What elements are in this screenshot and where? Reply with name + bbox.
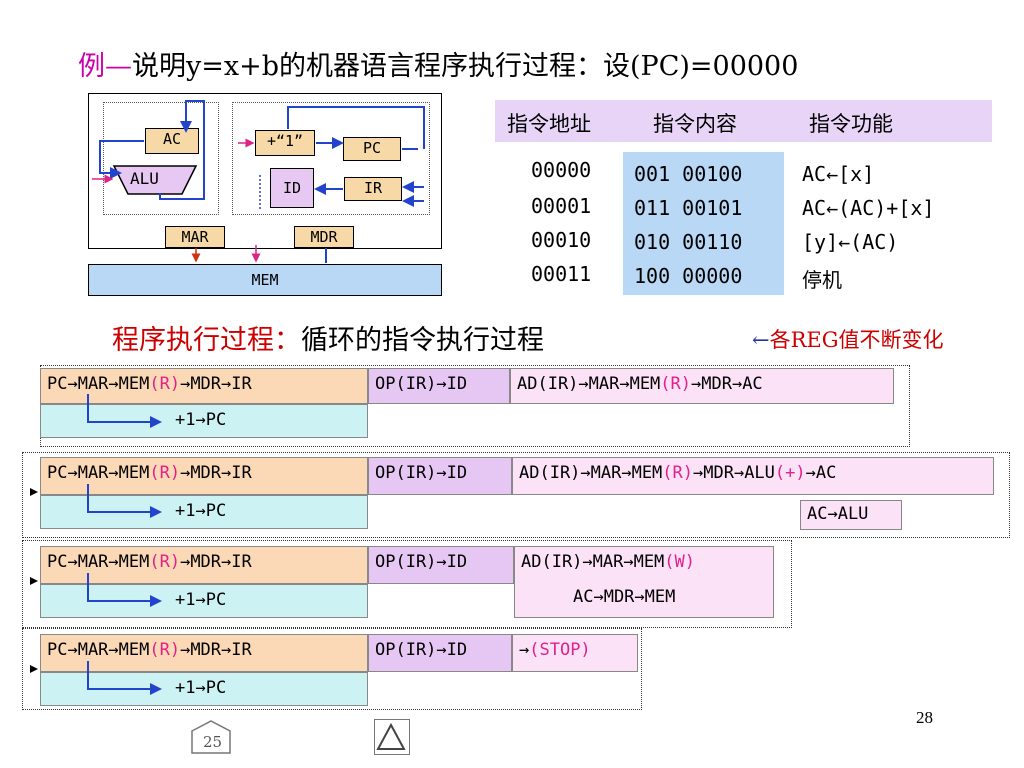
pc-increment-step: +1→PC xyxy=(40,404,368,438)
section-heading: 程序执行过程：循环的指令执行过程 xyxy=(112,318,544,357)
table-row-func: AC←[x] xyxy=(802,162,875,186)
cpu-frame xyxy=(88,93,442,249)
fetch-step: PC→MAR→MEM(R)→MDR→IR xyxy=(40,457,368,495)
alu-group xyxy=(103,102,219,215)
pc-increment-step: +1→PC xyxy=(40,495,368,529)
header-function: 指令功能 xyxy=(809,112,893,136)
cycle-loop-outline xyxy=(22,540,792,628)
table-row-addr: 00000 xyxy=(531,158,592,182)
table-header: 指令地址 指令内容 指令功能 xyxy=(495,100,992,142)
mar-register: MAR xyxy=(165,226,225,248)
ir-register: IR xyxy=(344,177,402,201)
table-row-code: 100 00000 xyxy=(634,264,743,288)
triangle-icon xyxy=(376,722,406,750)
heading-red: 程序执行过程： xyxy=(112,325,301,356)
title-text: 说明y=x+b的机器语言程序执行过程：设(PC)=00000 xyxy=(132,51,799,82)
home-button[interactable] xyxy=(374,719,410,755)
table-row-addr: 00011 xyxy=(531,262,592,286)
header-address: 指令地址 xyxy=(507,112,591,136)
id-decoder: ID xyxy=(270,168,314,208)
table-row-addr: 00010 xyxy=(531,228,592,252)
control-group xyxy=(232,102,430,215)
alu-label: ALU xyxy=(130,169,159,188)
prev-slide-label: 25 xyxy=(203,733,223,751)
execute-step: AD(IR)→MAR→MEM(R)→MDR→AC xyxy=(510,368,894,404)
pc-register: PC xyxy=(343,137,401,161)
heading-black: 循环的指令执行过程 xyxy=(301,325,544,356)
table-row-addr: 00001 xyxy=(531,194,592,218)
table-row-code: 011 00101 xyxy=(634,196,743,220)
decode-step: OP(IR)→ID xyxy=(368,457,512,495)
table-row-code: 010 00110 xyxy=(634,230,743,254)
title-lead: 例— xyxy=(78,51,132,82)
diagram-arrows xyxy=(92,100,425,263)
table-row-func: [y]←(AC) xyxy=(802,230,899,254)
decode-step: OP(IR)→ID xyxy=(368,546,514,584)
ac-to-alu-step: AC→ALU xyxy=(800,500,902,530)
header-content: 指令内容 xyxy=(653,112,737,136)
table-row-func: AC←(AC)+[x] xyxy=(802,196,935,220)
stop-step: →(STOP) xyxy=(512,634,638,672)
ac-to-mem-step: AC→MDR→MEM xyxy=(573,587,676,607)
house-icon xyxy=(191,720,231,754)
cycle-loop-outline xyxy=(22,452,1010,538)
alu-shape xyxy=(112,165,198,195)
plus-one-unit: +“1” xyxy=(255,130,315,156)
fetch-step: PC→MAR→MEM(R)→MDR→IR xyxy=(40,634,368,672)
pc-increment-step: +1→PC xyxy=(40,672,368,706)
mdr-register: MDR xyxy=(294,226,354,248)
fetch-step: PC→MAR→MEM(R)→MDR→IR xyxy=(40,546,368,584)
mem-bar: MEM xyxy=(88,264,442,296)
cycle-loop-outline xyxy=(22,628,642,710)
fetch-step: PC→MAR→MEM(R)→MDR→IR xyxy=(40,368,368,404)
table-row-code: 001 00100 xyxy=(634,162,743,186)
left-arrow-icon: ← xyxy=(752,328,770,352)
execute-step: AD(IR)→MAR→MEM(W) AC→MDR→MEM xyxy=(514,546,774,618)
register-note: ←各REG值不断变化 xyxy=(752,324,944,354)
execute-step: AD(IR)→MAR→MEM(R)→MDR→ALU(+)→AC xyxy=(512,457,994,495)
code-column-bg xyxy=(623,152,784,295)
pc-increment-step: +1→PC xyxy=(40,584,368,618)
slide-title: 例—说明y=x+b的机器语言程序执行过程：设(PC)=00000 xyxy=(78,44,798,83)
table-row-func: 停机 xyxy=(802,268,842,292)
note-text: 各REG值不断变化 xyxy=(769,328,944,352)
page-number: 28 xyxy=(916,708,933,727)
prev-slide-button[interactable]: 25 xyxy=(190,719,232,755)
decode-step: OP(IR)→ID xyxy=(368,368,510,404)
decode-step: OP(IR)→ID xyxy=(368,634,512,672)
